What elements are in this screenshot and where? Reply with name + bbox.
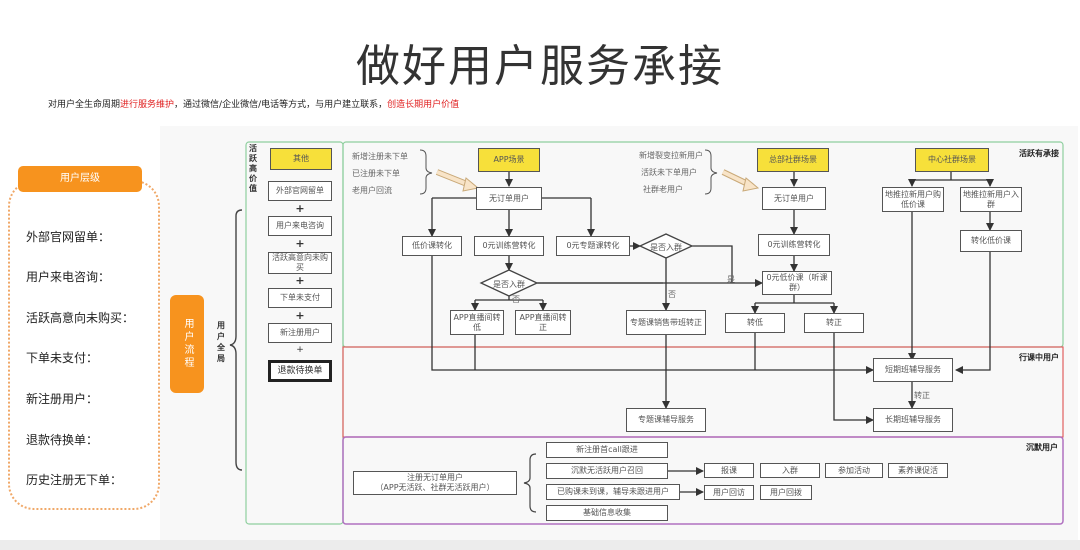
node-low-price: 低价课转化 bbox=[402, 236, 462, 256]
subtitle-part: 对用户全生命周期 bbox=[48, 100, 121, 110]
node-short-term-service: 短期班辅导服务 bbox=[873, 358, 953, 382]
zone-label-active: 活跃有承接 bbox=[1019, 149, 1059, 158]
edge-label-no: 否 bbox=[668, 290, 676, 299]
node-hv-item: 下单未支付 bbox=[268, 288, 332, 308]
node-recall-result: 报课 bbox=[704, 463, 754, 478]
node-hq-to-formal: 转正 bbox=[804, 313, 864, 333]
category-item: 退款待换单： bbox=[26, 433, 99, 447]
node-silent-action: 新注册首call跟进 bbox=[546, 442, 668, 458]
zone-label-in-course: 行课中用户 bbox=[1019, 353, 1059, 362]
node-recall-result: 素养课促活 bbox=[888, 463, 948, 478]
node-silent-action: 已购课未到课，辅导未跟进用户 bbox=[546, 484, 680, 500]
page-title: 做好用户服务承接 bbox=[356, 41, 724, 92]
plus-icon: + bbox=[295, 274, 305, 287]
decision-label: 是否入群 bbox=[650, 243, 682, 252]
edge bbox=[833, 333, 874, 424]
node-hv-item: 活跃高意向未购买 bbox=[268, 252, 332, 274]
node-live-low: APP直播间转低 bbox=[450, 310, 504, 335]
edge-label-formal: 转正 bbox=[914, 391, 930, 400]
node-silent-action: 基础信息收集 bbox=[546, 505, 668, 521]
node-ground-group: 地推拉新用户入群 bbox=[960, 187, 1022, 212]
brace-app-sources bbox=[419, 149, 433, 195]
node-hq-scene: 总部社群场景 bbox=[757, 148, 829, 172]
source-arrow-hq bbox=[721, 169, 760, 192]
node-center-scene: 中心社群场景 bbox=[915, 148, 989, 172]
brace-all bbox=[229, 209, 243, 471]
node-hv-item: 外部官网留单 bbox=[268, 181, 332, 201]
decision-diamond-2 bbox=[638, 233, 694, 259]
page-subtitle: 对用户全生命周期进行服务维护，通过微信/企业微信/电话等方式，与用户建立联系，创… bbox=[48, 97, 459, 110]
node-app-no-order: 无订单用户 bbox=[476, 187, 542, 210]
subtitle-highlight: 创造长期用户价值 bbox=[387, 100, 460, 110]
node-hv-item: 新注册用户 bbox=[268, 323, 332, 343]
bottom-bar bbox=[0, 540, 1080, 550]
node-app-scene: APP场景 bbox=[478, 148, 540, 172]
node-hq-no-order: 无订单用户 bbox=[762, 187, 826, 210]
edge bbox=[692, 245, 733, 283]
app-source: 已注册未下单 bbox=[352, 169, 400, 178]
decision-diamond-1 bbox=[479, 269, 539, 297]
category-item: 外部官网留单： bbox=[26, 230, 111, 244]
node-zero-camp: 0元训练营转化 bbox=[474, 236, 544, 256]
node-long-term-service: 长期班辅导服务 bbox=[873, 408, 953, 432]
node-live-formal: APP直播间转正 bbox=[515, 310, 571, 335]
edge-label-yes: 是 bbox=[727, 275, 735, 284]
node-topic-service: 专题课辅导服务 bbox=[626, 408, 706, 432]
node-hq-zero-camp: 0元训练营转化 bbox=[758, 234, 830, 256]
brace-silent bbox=[523, 453, 537, 513]
node-silent-action: 沉默无活跃用户召回 bbox=[546, 463, 668, 479]
hq-source: 社群老用户 bbox=[643, 185, 683, 194]
high-value-label: 活跃高价值 bbox=[249, 144, 257, 193]
silent-user-line: （APP无活跃、社群无活跃用户） bbox=[375, 483, 495, 492]
hq-source: 活跃未下单用户 bbox=[641, 168, 697, 177]
node-other: 其他 bbox=[270, 148, 332, 170]
brace-hq-sources bbox=[704, 149, 718, 195]
node-followup-result: 用户回访 bbox=[704, 485, 754, 500]
app-source: 新增注册未下单 bbox=[352, 152, 408, 161]
category-item: 历史注册无下单： bbox=[26, 473, 123, 487]
category-item: 用户来电咨询： bbox=[26, 270, 111, 284]
edge-label-no: 否 bbox=[512, 295, 520, 304]
zone-silent-frame bbox=[342, 436, 1064, 525]
source-arrow-app bbox=[435, 169, 480, 192]
plus-icon: + bbox=[295, 202, 305, 215]
node-ground-low: 地推拉新用户购低价课 bbox=[882, 187, 944, 212]
plus-icon: + bbox=[296, 345, 304, 355]
node-recall-result: 参加活动 bbox=[825, 463, 883, 478]
category-item: 活跃高意向未购买： bbox=[26, 311, 135, 325]
app-source: 老用户回流 bbox=[352, 186, 392, 195]
subtitle-part: ，通过微信/企业微信/电话等方式，与用户建立联系， bbox=[174, 100, 388, 110]
decision-label: 是否入群 bbox=[493, 280, 525, 289]
user-flow-pill: 用户流程 bbox=[170, 295, 204, 393]
user-all-label: 用户全局 bbox=[217, 321, 225, 363]
node-topic-sales: 专题课销售带班转正 bbox=[626, 310, 706, 335]
node-zero-topic: 0元专题课转化 bbox=[556, 236, 630, 256]
node-hv-item: 用户来电咨询 bbox=[268, 216, 332, 236]
category-header: 用户层级 bbox=[18, 166, 142, 192]
node-recall-result: 入群 bbox=[760, 463, 820, 478]
silent-user-line: 注册无订单用户 bbox=[407, 473, 463, 482]
node-refund: 退款待换单 bbox=[268, 360, 332, 382]
node-hq-to-low: 转低 bbox=[725, 313, 785, 333]
subtitle-highlight: 进行服务维护 bbox=[120, 100, 175, 110]
edge bbox=[955, 252, 991, 374]
category-item: 下单未支付： bbox=[26, 351, 99, 365]
node-followup-result: 用户回拨 bbox=[760, 485, 812, 500]
zone-label-silent: 沉默用户 bbox=[1026, 443, 1058, 452]
category-item: 新注册用户： bbox=[26, 392, 99, 406]
hq-source: 新增裂变拉新用户 bbox=[639, 151, 703, 160]
plus-icon: + bbox=[295, 237, 305, 250]
node-silent-user: 注册无订单用户 （APP无活跃、社群无活跃用户） bbox=[353, 471, 517, 495]
edge bbox=[431, 256, 874, 374]
node-convert-low: 转化低价课 bbox=[960, 230, 1022, 252]
plus-icon: + bbox=[295, 309, 305, 322]
node-hq-zero-low: 0元低价课（听课群） bbox=[762, 271, 832, 295]
